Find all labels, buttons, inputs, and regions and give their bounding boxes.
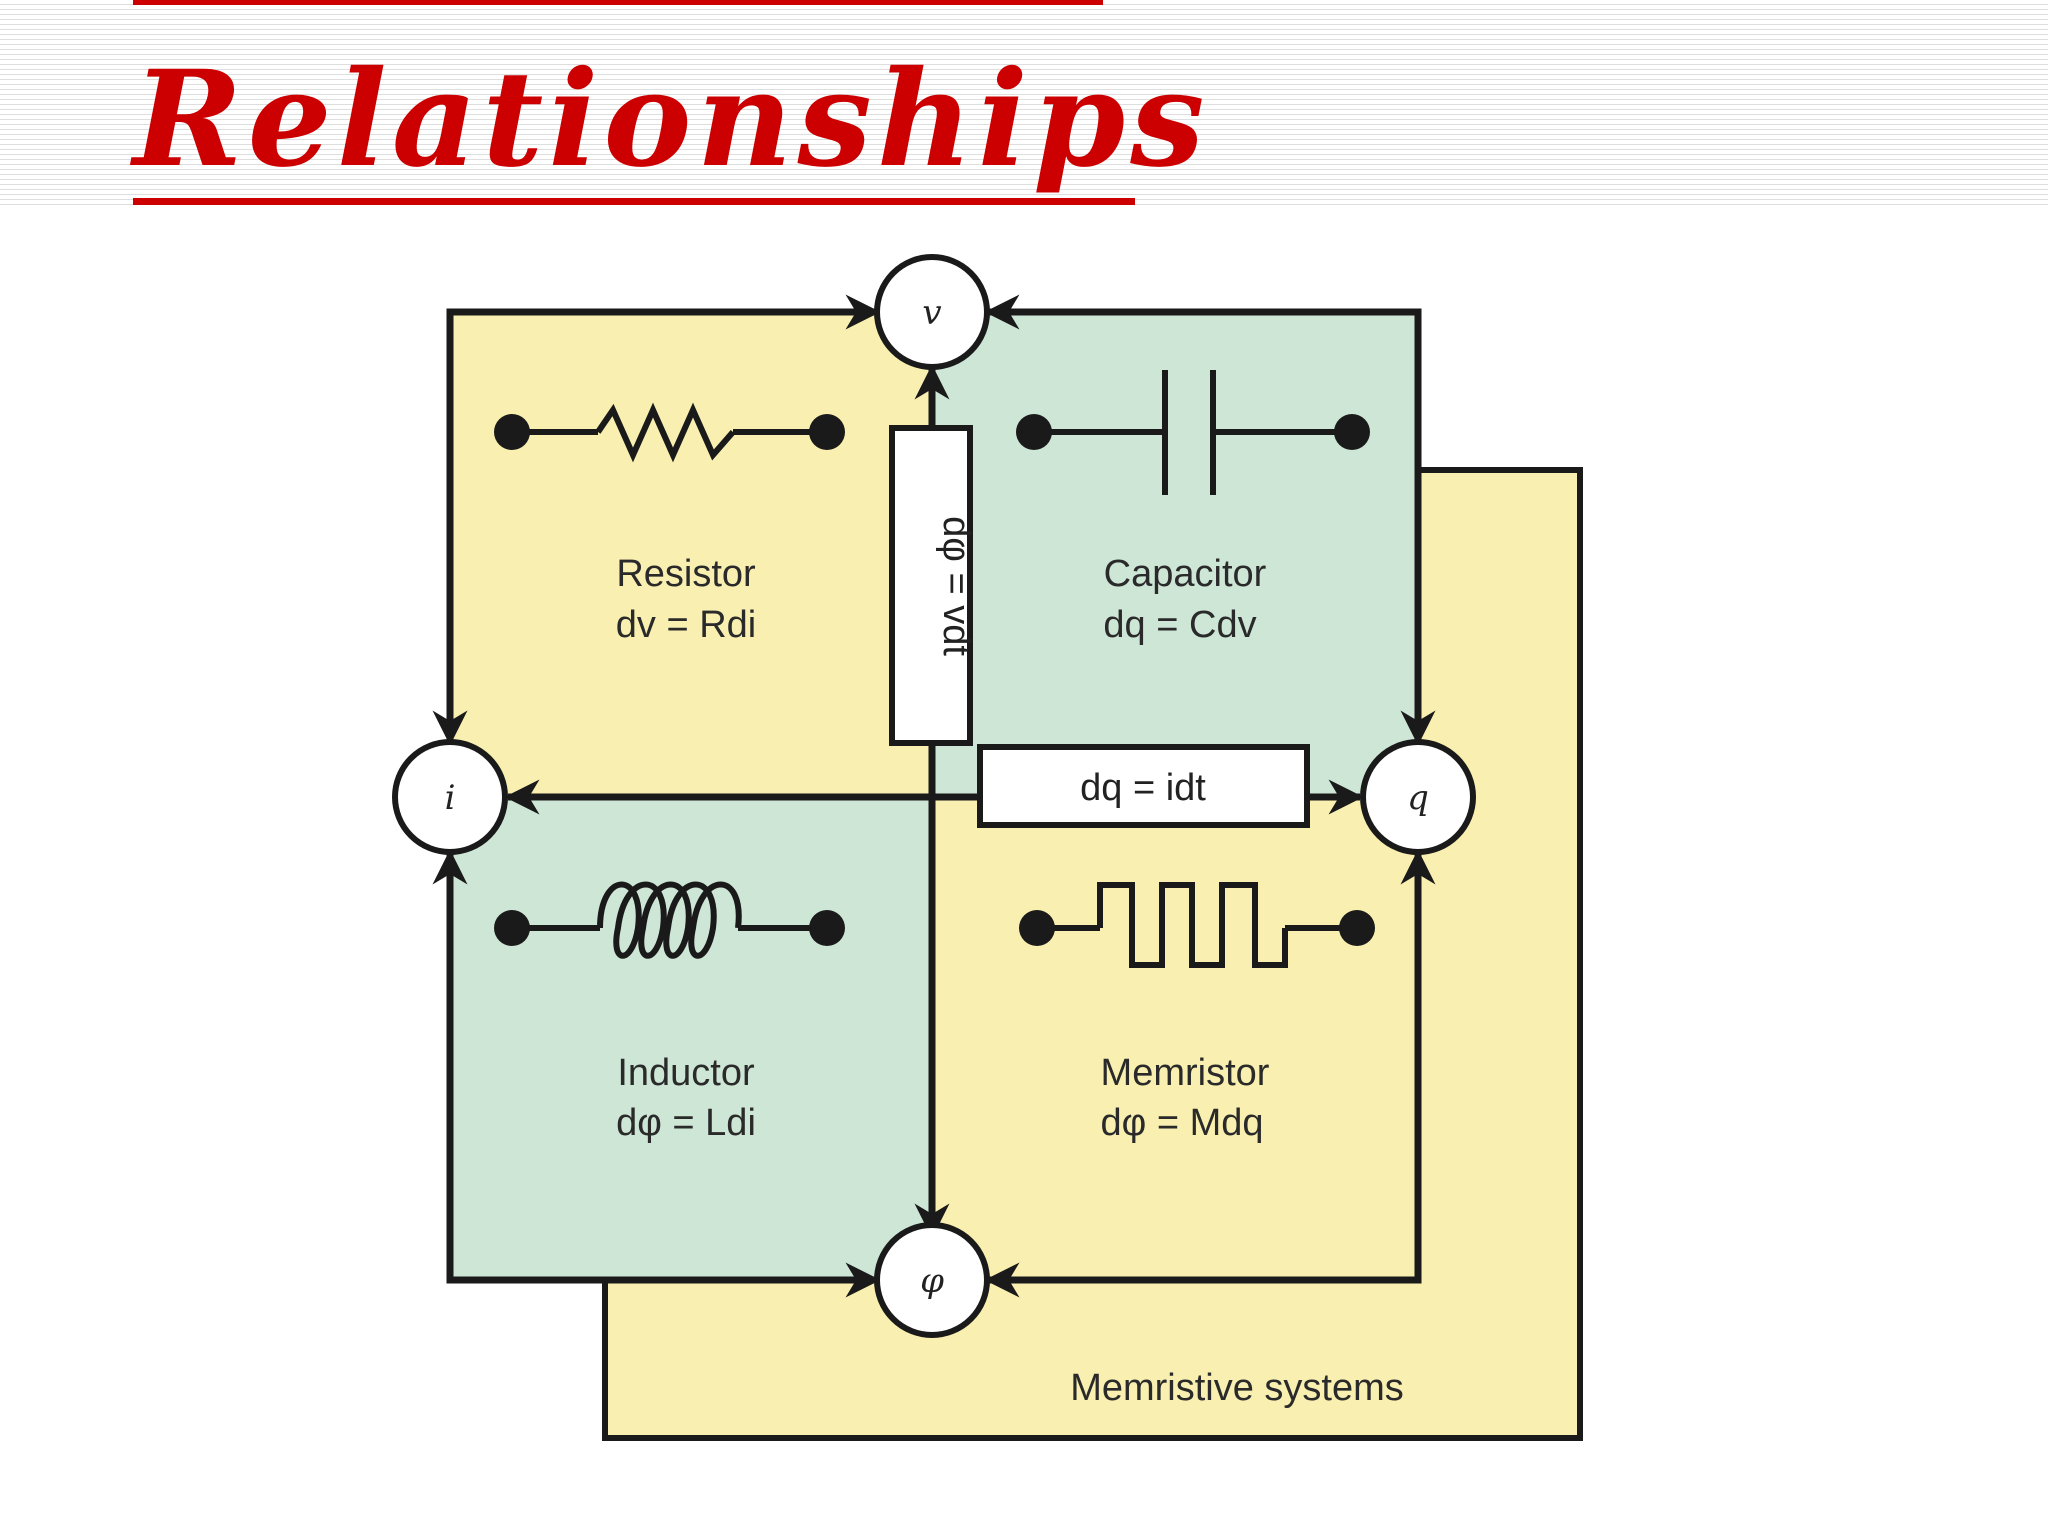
node-q: q xyxy=(1360,739,1476,855)
node-phi: φ xyxy=(874,1222,990,1338)
inductor-equation: dφ = Ldi xyxy=(616,1102,756,1144)
flux-voltage-box: dφ = vdt xyxy=(889,425,977,746)
memristor-label: Memristor xyxy=(1101,1052,1270,1094)
top-rule xyxy=(133,0,1103,5)
inductor-icon xyxy=(494,881,845,959)
memristive-systems-label: Memristive systems xyxy=(1070,1367,1404,1409)
memristor-equation: dφ = Mdq xyxy=(1100,1102,1263,1144)
node-v: v xyxy=(874,254,990,370)
capacitor-icon xyxy=(1016,370,1370,495)
resistor-icon xyxy=(494,402,845,463)
node-v-label: v xyxy=(922,293,941,333)
resistor-label: Resistor xyxy=(616,553,756,595)
resistor-quadrant xyxy=(450,312,932,797)
header-band xyxy=(0,0,2048,205)
memristor-quadrant xyxy=(932,797,1418,1280)
capacitor-equation: dq = Cdv xyxy=(1103,604,1256,646)
capacitor-label: Capacitor xyxy=(1104,553,1267,595)
node-i-label: i xyxy=(445,778,456,818)
node-q-label: q xyxy=(1407,778,1429,818)
inductor-label: Inductor xyxy=(617,1052,755,1094)
capacitor-quadrant xyxy=(932,312,1418,797)
memristor-icon xyxy=(1019,882,1375,968)
inductor-quadrant xyxy=(450,797,932,1280)
node-phi-label: φ xyxy=(920,1261,944,1301)
charge-current-equation: dq = idt xyxy=(1080,767,1206,809)
title-underline xyxy=(133,198,1135,205)
resistor-equation: dv = Rdi xyxy=(616,604,756,646)
node-i: i xyxy=(392,739,508,855)
charge-current-box: dq = idt xyxy=(977,744,1310,828)
flux-voltage-equation: dφ = vdt xyxy=(935,516,977,656)
slide-title: Relationships xyxy=(133,42,1210,197)
